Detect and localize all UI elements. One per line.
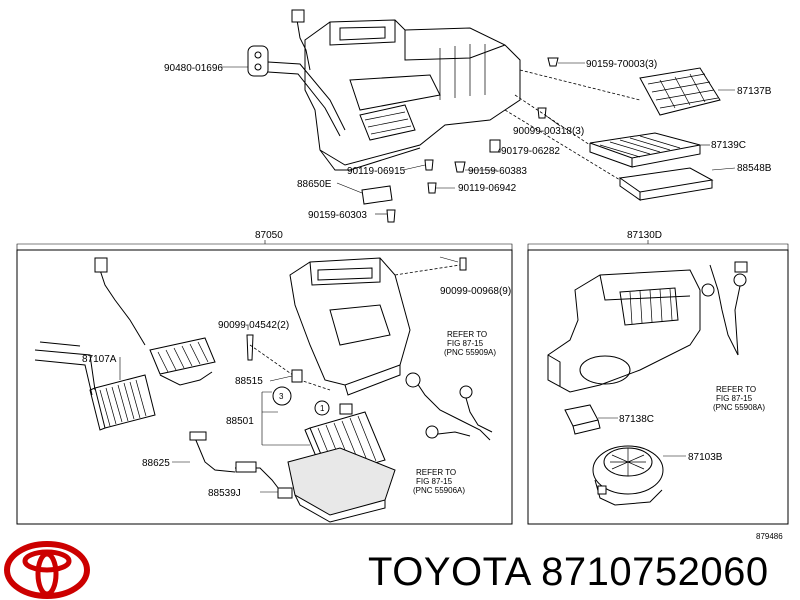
blower-housing (547, 261, 748, 393)
label-87137B: 87137B (737, 86, 772, 97)
blower-motor (592, 445, 686, 506)
label-88539J: 88539J (208, 488, 241, 499)
callout-1: 1 (320, 404, 325, 413)
label-88650E: 88650E (297, 179, 332, 190)
top-hvac-assembly (247, 9, 721, 223)
label-87139C: 87139C (711, 140, 746, 151)
refer-note-a-line3: (PNC 55909A) (444, 348, 496, 357)
toyota-emblem-icon (4, 541, 90, 599)
label-87103B: 87103B (688, 452, 723, 463)
refer-note-c-line3: (PNC 55908A) (713, 403, 765, 412)
label-88515: 88515 (235, 376, 263, 387)
label-88501: 88501 (226, 416, 254, 427)
label-88625: 88625 (142, 458, 170, 469)
label-90480-01696: 90480-01696 (164, 63, 223, 74)
blower-unit-box (527, 240, 789, 525)
left-box-leader-lines (119, 256, 459, 493)
refer-note-b-line1: REFER TO (416, 468, 456, 477)
label-87130D: 87130D (627, 230, 662, 241)
heater-housing (246, 257, 467, 396)
heater-core (34, 257, 216, 431)
label-90159-60383: 90159-60383 (468, 166, 527, 177)
refer-note-b-line2: FIG 87-15 (416, 477, 453, 486)
label-90099-00968: 90099-00968(9) (440, 286, 511, 297)
brand-part-caption: TOYOTA 8710752060 (368, 550, 769, 594)
label-90159-70003: 90159-70003(3) (586, 59, 657, 70)
parts-diagram: 90480-01696 90159-70003(3) 87137B 90099-… (16, 9, 789, 541)
refer-note-c-line2: FIG 87-15 (716, 394, 753, 403)
callout-3: 3 (279, 392, 284, 401)
label-90179-06282: 90179-06282 (501, 146, 560, 157)
label-87138C: 87138C (619, 414, 654, 425)
blower-resistor (564, 404, 618, 435)
label-90099-00318: 90099-00318(3) (513, 126, 584, 137)
label-87050: 87050 (255, 230, 283, 241)
sensor-wires (189, 372, 493, 499)
refer-note-c-line1: REFER TO (716, 385, 756, 394)
label-90119-06915: 90119-06915 (347, 166, 406, 177)
label-90119-06942: 90119-06942 (458, 183, 517, 194)
refer-note-a-line1: REFER TO (447, 330, 487, 339)
refer-note-b-line3: (PNC 55906A) (413, 486, 465, 495)
label-90159-60303: 90159-60303 (308, 210, 367, 221)
evaporator (272, 369, 396, 523)
label-90099-04542: 90099-04542(2) (218, 320, 289, 331)
top-leader-lines (220, 62, 736, 215)
heater-unit-box (16, 240, 513, 525)
refer-note-a-line2: FIG 87-15 (447, 339, 484, 348)
label-87107A: 87107A (82, 354, 117, 365)
figure-number: 879486 (756, 532, 783, 541)
label-88548B: 88548B (737, 163, 772, 174)
